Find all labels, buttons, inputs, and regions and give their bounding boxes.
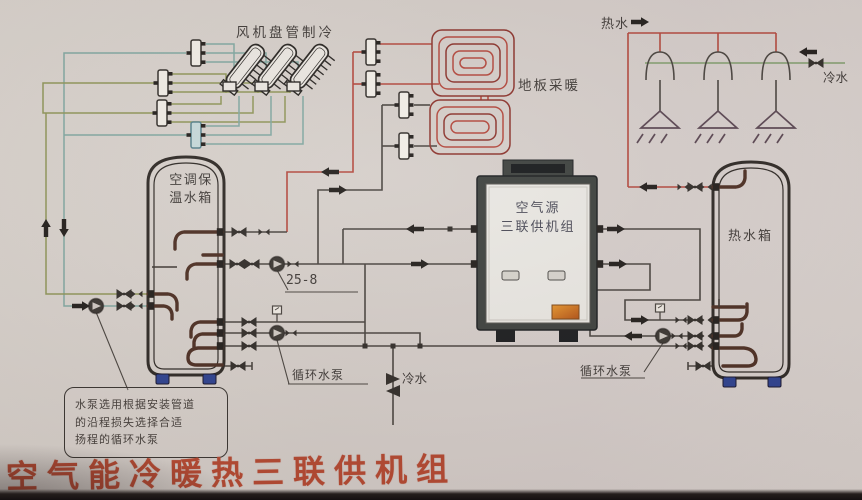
manifold-icon — [360, 38, 382, 66]
fan-coil-units — [219, 40, 339, 101]
circulation-pump-label-right: 循环水泵 — [580, 364, 633, 378]
unit-fan-slot — [511, 164, 565, 173]
fan-coil-branch-pipes — [168, 43, 304, 145]
pump-selection-note: 水泵选用根据安装管道 的沿程损失选择合适 扬程的循环水泵 — [64, 387, 228, 458]
chilled-water-mains — [42, 52, 187, 307]
junction-dot — [390, 343, 396, 349]
hot-water-pipes — [627, 32, 777, 188]
valve-icon — [231, 227, 247, 237]
ac-tank-label: 空调保 温水箱 — [157, 172, 225, 208]
manifold-icon — [360, 70, 382, 98]
cold-water-inlet-label: 冷水 — [823, 70, 849, 85]
manifold-icon — [151, 99, 173, 127]
hot-water-label: 热水 — [601, 17, 630, 32]
pump-icon — [87, 297, 105, 315]
flow-arrow-icon — [41, 219, 51, 237]
manifold-icon — [393, 132, 415, 160]
flow-arrow-icon — [406, 224, 424, 234]
flow-arrow-icon — [329, 185, 347, 195]
flow-arrow-icon — [411, 259, 429, 269]
pressure-gauge-icon — [271, 305, 283, 323]
cold-water-makeup-label: 冷水 — [402, 371, 428, 386]
flow-arrow-icon — [609, 259, 627, 269]
drain-valve-icon — [695, 361, 711, 371]
fan-coil-section-label: 风机盘管制冷 — [236, 25, 335, 41]
flow-arrow-icon — [607, 224, 625, 234]
circulation-pump-label-left: 循环水泵 — [292, 368, 345, 382]
tank-foot — [722, 376, 737, 388]
flow-arrow-icon — [624, 331, 642, 341]
tank-foot — [767, 376, 782, 388]
shower-head-icon — [752, 51, 798, 144]
tank-foot — [202, 373, 217, 385]
flow-arrow-icon — [59, 219, 69, 237]
note-line3: 扬程的循环水泵 — [75, 433, 159, 447]
valve-icon — [808, 58, 824, 68]
valve-icon — [687, 315, 703, 325]
shower-fixtures — [636, 51, 798, 144]
unit-interconnect-pipes — [224, 228, 713, 425]
valve-icon — [687, 182, 703, 192]
unit-handle — [547, 270, 566, 281]
manifold-icon — [393, 91, 415, 119]
unit-label-line1: 空气源 — [515, 201, 561, 216]
manifold-icon — [185, 121, 207, 149]
flow-arrow-icon — [639, 182, 657, 192]
flow-arrow-icon — [631, 17, 649, 27]
valve-icon — [116, 289, 132, 299]
floor-heating-section-label: 地板采暖 — [518, 78, 580, 94]
shower-head-icon — [694, 51, 740, 144]
ac-tank-label-line1: 空调保 — [169, 173, 213, 188]
valve-icon — [241, 341, 257, 351]
valve-icon — [244, 259, 260, 269]
pump-model-label: 25-8 — [286, 273, 318, 288]
shower-head-icon — [636, 51, 682, 144]
valve-icon — [229, 259, 245, 269]
valve-icon — [241, 317, 257, 327]
ac-tank-label-line2: 温水箱 — [169, 191, 213, 207]
leader-lines — [95, 269, 664, 391]
unit-foot — [496, 330, 515, 342]
unit-handle — [501, 270, 520, 281]
heat-pump-unit — [476, 159, 598, 342]
floor-heating-coil-upper — [431, 29, 515, 97]
junction-dot — [362, 343, 368, 349]
pressure-gauge-icon — [654, 303, 666, 321]
ac-buffer-tank — [146, 155, 226, 385]
tank-foot — [155, 373, 170, 385]
note-line1: 水泵选用根据安装管道 — [75, 398, 195, 411]
unit-label-line2: 三联供机组 — [500, 219, 576, 235]
tank-internal-pipes — [146, 230, 224, 367]
port-nubs — [147, 183, 720, 350]
brand-logo — [551, 304, 580, 320]
hot-tank-label: 热水箱 — [728, 229, 774, 244]
check-valve-icon — [386, 373, 400, 397]
pump-icon — [654, 327, 672, 345]
manifold-icon — [185, 39, 207, 67]
note-line2: 的沿程损失选择合适 — [75, 415, 183, 429]
flow-arrow-icon — [72, 301, 90, 311]
manifold-icon — [152, 69, 174, 97]
pump-icon — [268, 324, 286, 342]
floor-heating-coil-lower — [429, 99, 511, 155]
junction-dot — [417, 343, 423, 349]
valve-icon — [687, 341, 703, 351]
flow-arrow-icon — [799, 47, 817, 57]
junction-dot — [447, 226, 453, 232]
valve-icon — [116, 301, 132, 311]
unit-label: 空气源 三联供机组 — [487, 200, 589, 238]
drain-valve-icon — [230, 361, 246, 371]
tank-internal-pipes — [711, 169, 758, 368]
valve-icon — [241, 328, 257, 338]
unit-foot — [559, 330, 578, 342]
valve-icon — [687, 331, 703, 341]
hot-water-tank — [711, 160, 791, 388]
pump-icon — [268, 255, 286, 273]
flow-arrow-icon — [631, 315, 649, 325]
flow-arrow-icon — [321, 167, 339, 177]
diagram-title: 空气能冷暖热三联供机组 — [5, 450, 458, 496]
